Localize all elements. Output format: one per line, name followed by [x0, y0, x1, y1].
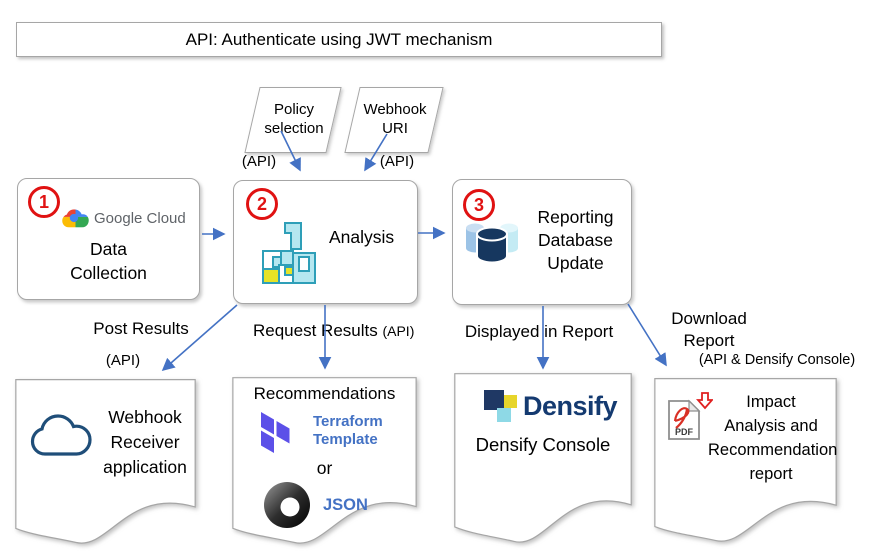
densify-logo-icon [484, 390, 517, 422]
densify-console-label: Densify Console [475, 434, 611, 455]
terraform-template-label: Terraform Template [313, 413, 383, 448]
densify-wordmark: Densify [523, 391, 618, 421]
pdf-text: PDF [675, 427, 694, 437]
post-results-label: Post Results [93, 319, 189, 338]
reporting-database-label: Reporting Database Update [537, 207, 614, 273]
data-collection-label: Data Collection [70, 239, 147, 283]
recommendations-title: Recommendations [253, 384, 396, 403]
terraform-icon [261, 412, 290, 453]
request-results-api: (API) [382, 323, 415, 339]
pdf-download-icon: PDF [668, 392, 713, 440]
impact-report-label: Impact Analysis and Recommendation repor… [708, 393, 838, 483]
post-results-api: (API) [105, 352, 141, 369]
database-icon [466, 223, 518, 264]
displayed-in-report-label: Displayed in Report [464, 322, 614, 341]
webhook-receiver-label: Webhook Receiver application [103, 407, 187, 477]
step-2-badge: 2 [246, 188, 278, 220]
google-cloud-wordmark: Google Cloud [94, 210, 186, 227]
title-banner: API: Authenticate using JWT mechanism [16, 22, 662, 57]
arrow-download-report [627, 303, 667, 367]
json-label: JSON [323, 496, 368, 514]
document-shape [653, 377, 838, 543]
analysis-label: Analysis [329, 227, 395, 247]
webhook-receiver-box: Webhook Receiver application [14, 378, 197, 545]
reporting-database-box: 3 Reporting Database Update [452, 179, 632, 305]
download-report-label: Download Report [671, 309, 747, 350]
cloud-icon [30, 414, 92, 456]
or-label: or [316, 458, 333, 478]
google-cloud-icon [62, 209, 89, 228]
analysis-blocks-icon [262, 222, 316, 284]
webhookuri-api-label: (API) [379, 153, 415, 170]
densify-console-box: Densify Densify Console [453, 372, 633, 544]
step-3-badge: 3 [463, 189, 495, 221]
impact-report-box: PDF Impact Analysis and Recommendation r… [653, 377, 838, 543]
step-1-badge: 1 [28, 186, 60, 218]
title-banner-text: API: Authenticate using JWT mechanism [185, 29, 493, 49]
json-icon [264, 482, 310, 528]
download-report-api: (API & Densify Console) [698, 352, 856, 368]
analysis-box: 2 Analysis [233, 180, 418, 304]
webhook-uri-label: Webhook URI [363, 101, 427, 137]
request-results-label: Request Results (API) [253, 321, 415, 340]
policy-selection-label: Policy selection [264, 101, 324, 137]
recommendations-box: Recommendations Terraform Template or [231, 376, 418, 545]
data-collection-box: 1 Google Cloud Data Collection [17, 178, 200, 300]
policy-api-label: (API) [241, 153, 277, 170]
